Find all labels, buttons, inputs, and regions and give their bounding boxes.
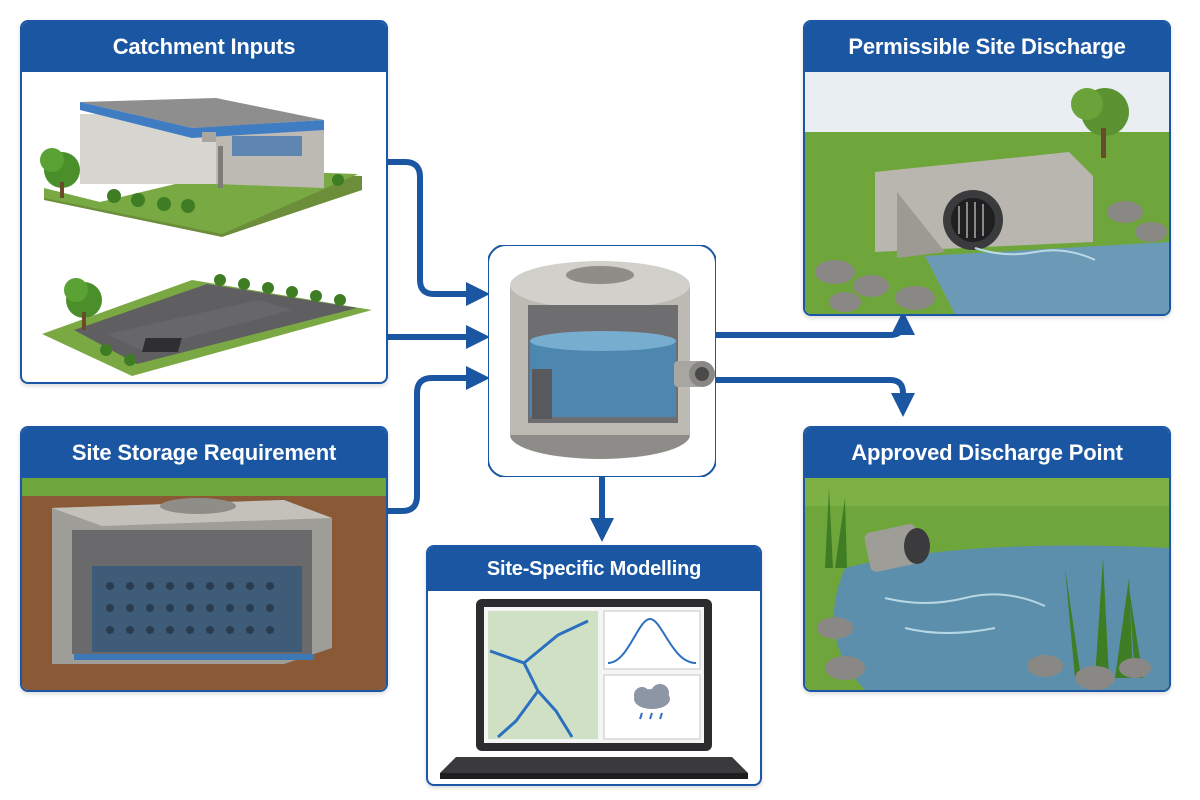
panel-title: Permissible Site Discharge <box>805 22 1169 72</box>
outfall-pipe-icon <box>864 524 930 572</box>
arrow-to-permissible <box>712 311 915 338</box>
laptop-icon <box>440 599 748 779</box>
arrow-catchment-upper <box>386 159 490 306</box>
car-park-icon <box>42 274 372 376</box>
catchment-inputs-panel: Catchment Inputs <box>20 20 388 384</box>
storage-tank-icon <box>52 498 332 664</box>
arrow-to-approved <box>712 377 915 417</box>
arrow-storage-to-chamber <box>386 366 490 514</box>
panel-title: Site Storage Requirement <box>22 428 386 478</box>
building-icon <box>40 98 362 237</box>
panel-title: Approved Discharge Point <box>805 428 1169 478</box>
panel-title: Catchment Inputs <box>22 22 386 72</box>
catchment-illustration <box>40 98 372 376</box>
permissible-discharge-panel: Permissible Site Discharge <box>803 20 1171 316</box>
approved-discharge-panel: Approved Discharge Point <box>803 426 1171 692</box>
hydrograph-thumbnail <box>603 610 701 670</box>
approved-illustration <box>805 478 1169 690</box>
storage-illustration <box>22 478 386 690</box>
site-storage-panel: Site Storage Requirement <box>20 426 388 692</box>
panel-title: Site-Specific Modelling <box>428 547 760 591</box>
rain-cloud-icon <box>603 674 701 740</box>
detention-chamber-icon <box>487 244 717 478</box>
map-thumbnail <box>488 611 598 739</box>
site-modelling-panel: Site-Specific Modelling <box>426 545 762 786</box>
culvert-icon <box>875 152 1093 258</box>
permissible-illustration <box>805 72 1169 314</box>
